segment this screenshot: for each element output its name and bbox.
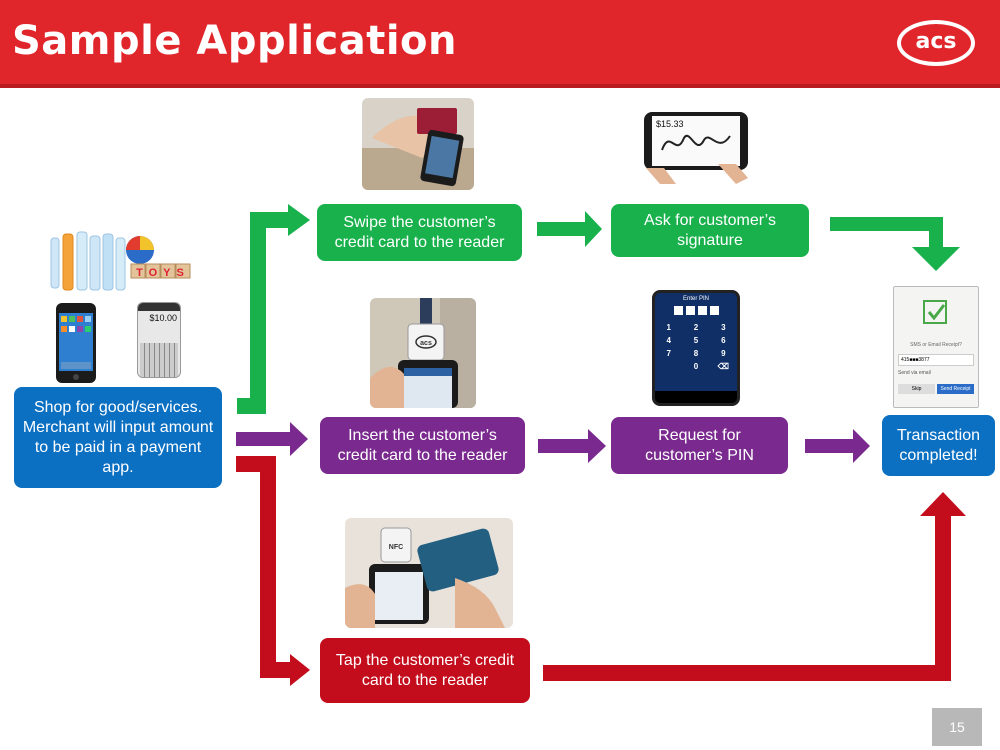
green-branch-arrowhead [288, 204, 310, 236]
pin-pad-image: Enter PIN 1 2 3 4 5 6 7 8 9 0 ⌫ [652, 290, 740, 406]
payment-app-image: $10.00 [137, 302, 181, 378]
pin-box [685, 306, 695, 315]
green-arrow-3 [830, 217, 943, 252]
app-amount: $10.00 [149, 313, 177, 323]
send-receipt-button: Send Receipt [937, 384, 974, 394]
pin-box [709, 306, 719, 315]
page-title: Sample Application [12, 18, 458, 64]
swipe-box: Swipe the customer’s credit card to the … [317, 204, 522, 261]
nfc-label: NFC [389, 544, 403, 551]
skip-button: Skip [898, 384, 935, 394]
green-arrow-3-head [912, 247, 960, 271]
tap-photo: NFC [345, 518, 513, 628]
smartphone-image [56, 303, 96, 383]
receipt-email: Send via email [898, 370, 931, 376]
completed-box: Transaction completed! [882, 415, 995, 476]
tap-box: Tap the customer’s credit card to the re… [320, 638, 530, 703]
key-blank [655, 362, 682, 371]
signature-box: Ask for customer’s signature [611, 204, 809, 257]
key-5: 5 [693, 336, 699, 345]
receipt-screen-image: SMS or Email Receipt? 415■■■3877 Send vi… [893, 286, 979, 408]
pin-keypad: 1 2 3 4 5 6 7 8 9 0 ⌫ [655, 323, 737, 371]
app-status-bar [138, 303, 180, 311]
toys-label: TOYS [136, 267, 190, 279]
receipt-buttons: Skip Send Receipt [898, 384, 974, 394]
pin-boxes [655, 306, 737, 315]
receipt-phone: 415■■■3877 [898, 354, 974, 366]
key-0: 0 [693, 362, 699, 371]
key-6: 6 [721, 336, 726, 345]
purple-arrow-1 [236, 432, 292, 446]
nav-bar [655, 391, 737, 403]
key-2: 2 [693, 323, 699, 332]
swipe-photo [362, 98, 474, 190]
reader-logo: acs [420, 340, 432, 347]
key-9: 9 [721, 349, 726, 358]
purple-arrow-2 [538, 439, 590, 453]
key-7: 7 [666, 349, 671, 358]
pin-box [673, 306, 683, 315]
receipt-title: SMS or Email Receipt? [910, 342, 962, 348]
pin-box [697, 306, 707, 315]
page-number: 15 [932, 708, 982, 746]
check-icon [923, 300, 947, 324]
purple-arrow-1-head [290, 422, 308, 456]
pin-header: Enter PIN [682, 296, 709, 302]
backspace-icon: ⌫ [717, 362, 729, 371]
red-branch-arrowhead [290, 654, 310, 686]
key-1: 1 [666, 323, 671, 332]
key-8: 8 [693, 349, 699, 358]
green-arrow-2 [537, 222, 587, 236]
key-4: 4 [666, 336, 671, 345]
signature-amount: $15.33 [656, 119, 684, 129]
purple-arrow-2-head [588, 429, 606, 463]
app-keyboard [140, 343, 178, 377]
purple-arrow-3 [805, 439, 855, 453]
signature-photo: $15.33 [640, 98, 752, 190]
green-branch-arrow [237, 212, 290, 414]
key-3: 3 [721, 323, 726, 332]
header-bar: Sample Application acs [0, 0, 1000, 88]
insert-box: Insert the customer’s credit card to the… [320, 417, 525, 474]
green-arrow-2-head [585, 211, 602, 247]
red-branch-arrow [236, 456, 292, 678]
acs-logo: acs [897, 20, 975, 66]
purple-arrow-3-head [853, 429, 870, 463]
shop-box: Shop for good/services. Merchant will in… [14, 387, 222, 488]
insert-photo: acs [370, 298, 476, 408]
products-image: TOYS [50, 231, 191, 291]
pin-box-label: Request for customer’s PIN [611, 417, 788, 474]
red-arrow-2 [543, 514, 951, 681]
red-arrow-2-head [920, 492, 966, 516]
